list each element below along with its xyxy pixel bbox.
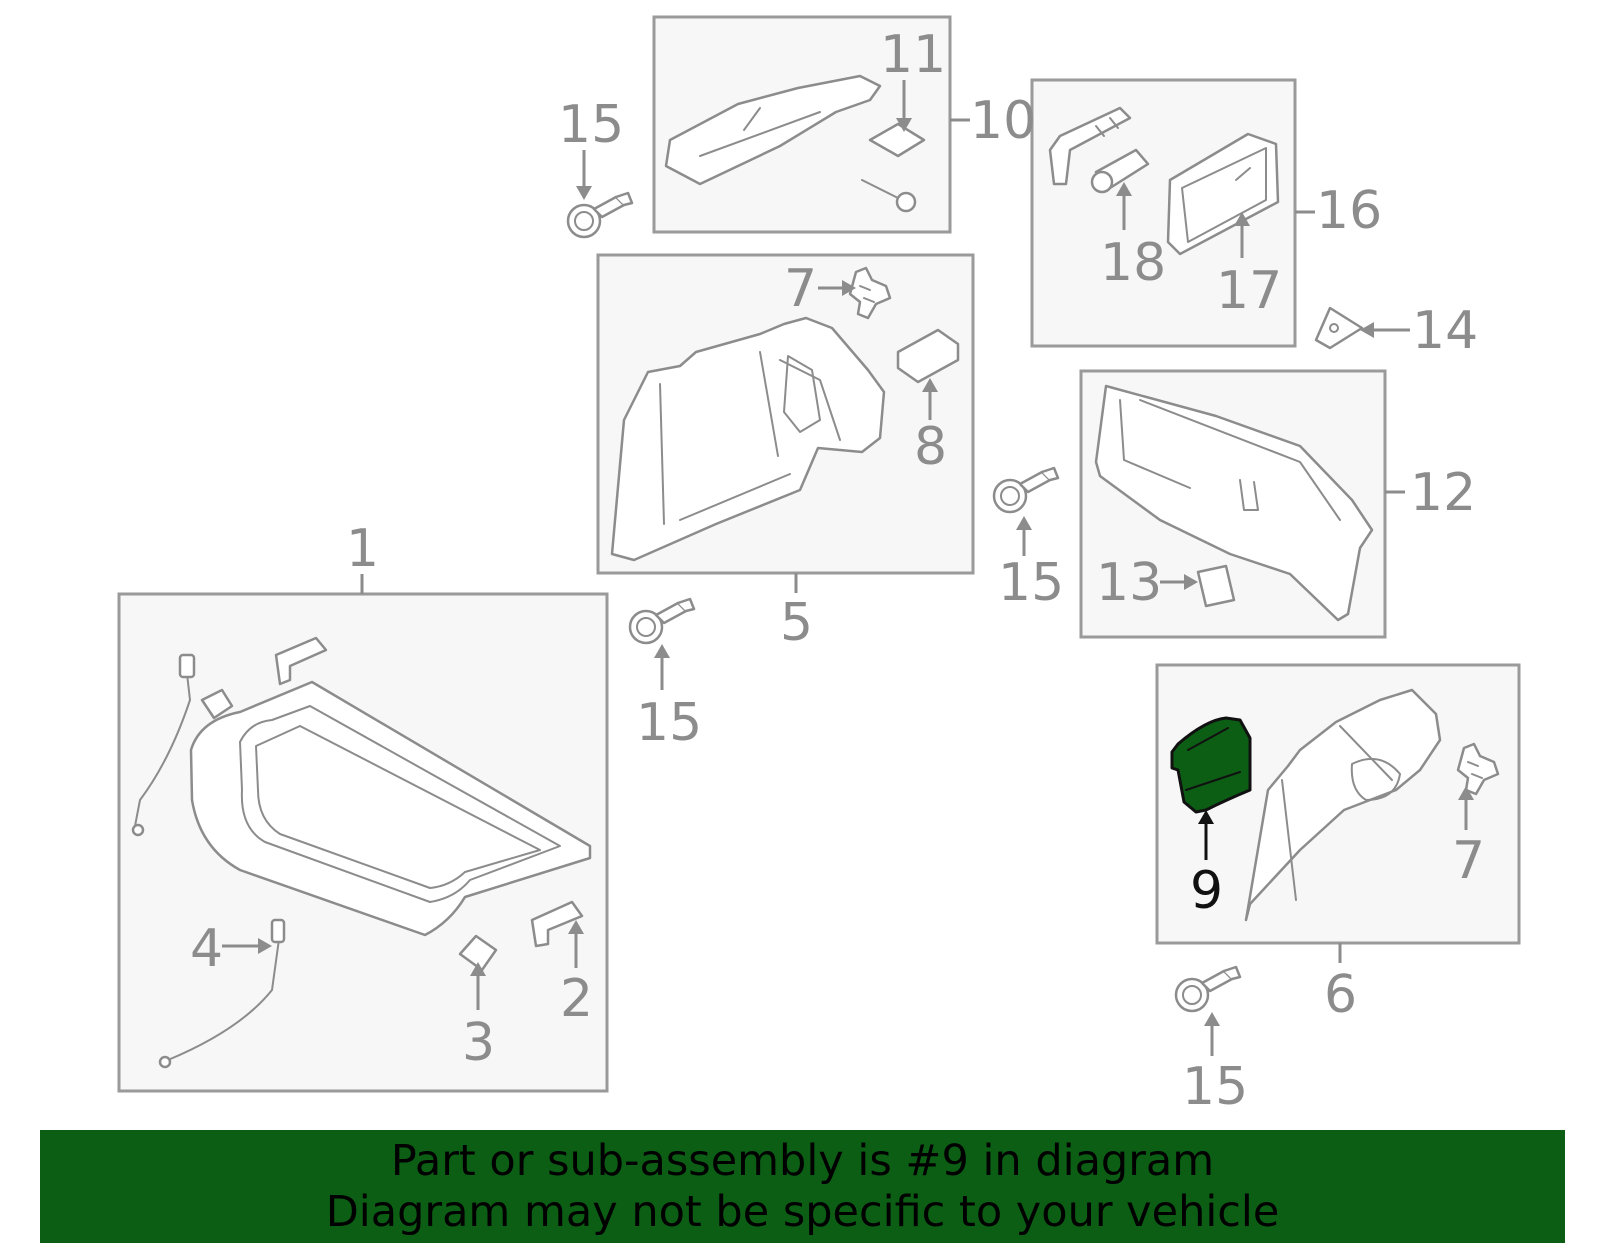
callout-labels: 15 11 10 16 18 17 14 7 8 12 15 13 5 1 15… [190,25,1485,1117]
callout-15: 15 [636,693,702,753]
info-banner: Part or sub-assembly is #9 in diagram Di… [40,1130,1565,1243]
callout-14: 14 [1412,301,1478,361]
quarter-trim-part-6 [1244,688,1442,922]
callout-18: 18 [1100,233,1166,293]
callout-15: 15 [558,95,624,155]
callout-7: 7 [1452,831,1485,891]
callout-11: 11 [880,25,946,85]
assembly-box-16 [1030,78,1364,350]
pad-part-11 [868,122,926,158]
callout-1: 1 [346,519,379,579]
callout-4: 4 [190,919,223,979]
callout-15: 15 [998,553,1064,613]
banner-line-1: Part or sub-assembly is #9 in diagram [390,1135,1215,1186]
cable-part [134,664,191,827]
callout-7: 7 [784,259,817,319]
cover-part-8 [896,328,960,384]
banner-line-2: Diagram may not be specific to your vehi… [325,1186,1280,1237]
assembly-box-5 [596,253,975,575]
callout-16: 16 [1316,181,1382,241]
leader-lines [222,80,1474,1056]
cable-part-4 [167,931,281,1061]
callout-5: 5 [780,593,813,653]
callout-6: 6 [1324,965,1357,1025]
callout-15: 15 [1182,1057,1248,1117]
assembly-box-1 [117,592,609,1093]
callout-2: 2 [560,969,593,1029]
callout-8: 8 [914,417,947,477]
callout-3: 3 [462,1013,495,1073]
trunk-trim-part-12 [1094,384,1374,622]
assembly-box-6 [1155,663,1521,945]
callout-12: 12 [1410,463,1476,523]
assembly-box-12 [1079,369,1387,639]
pad-part-3 [458,934,498,972]
callout-9: 9 [1190,861,1223,921]
bracket-part-2 [530,900,584,948]
callout-17: 17 [1216,261,1282,321]
lamp-part-17 [1166,132,1280,256]
callout-13: 13 [1096,553,1162,613]
callout-10: 10 [970,91,1036,151]
pad-part-13 [1196,564,1236,608]
